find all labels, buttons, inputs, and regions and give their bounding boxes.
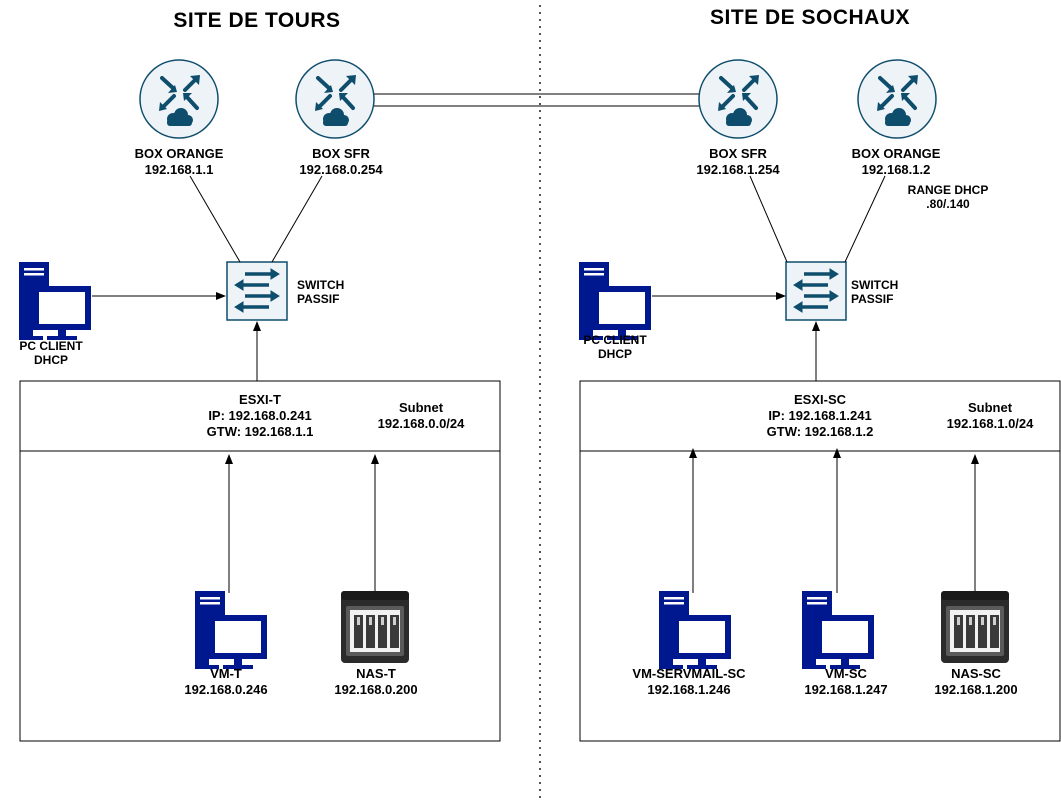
sochaux-vm-mail-ip: 192.168.1.246 bbox=[647, 682, 731, 697]
sochaux-box-orange-router bbox=[856, 58, 938, 140]
tours-nas-name: NAS-T bbox=[356, 666, 396, 681]
tours-box-sfr-router bbox=[294, 58, 376, 140]
sochaux-subnet-title: Subnet bbox=[967, 400, 1013, 415]
tours-pc-client-line2: DHCP bbox=[33, 353, 68, 367]
sochaux-vm-mail-name: VM-SERVMAIL-SC bbox=[632, 666, 746, 681]
sochaux-esxi-name: ESXI-SC bbox=[793, 392, 846, 407]
sochaux-subnet-label: Subnet 192.168.1.0/24 bbox=[947, 400, 1034, 432]
sochaux-dhcp-range-label: RANGE DHCP .80/.140 bbox=[908, 183, 989, 211]
sochaux-switch-line1: SWITCH bbox=[851, 278, 899, 292]
sochaux-box-sfr-label: BOX SFR 192.168.1.254 bbox=[696, 146, 779, 178]
tours-switch-label: SWITCH PASSIF bbox=[297, 278, 344, 306]
sochaux-esxi-host-box bbox=[579, 380, 1061, 742]
sochaux-vm-label: VM-SC 192.168.1.247 bbox=[804, 666, 887, 698]
tours-pc-client-computer bbox=[19, 262, 91, 340]
sochaux-vm-name: VM-SC bbox=[825, 666, 867, 681]
sochaux-nas-device bbox=[941, 591, 1009, 663]
tours-vm-name: VM-T bbox=[210, 666, 242, 681]
sochaux-box-orange-name: BOX ORANGE bbox=[851, 146, 941, 161]
sochaux-site-title: SITE DE SOCHAUX bbox=[709, 6, 911, 29]
sochaux-vm-computer bbox=[802, 591, 874, 669]
tours-box-orange-router bbox=[138, 58, 220, 140]
tours-switch-to-sfr-link bbox=[271, 175, 323, 263]
tours-box-sfr-ip: 192.168.0.254 bbox=[299, 162, 383, 177]
sochaux-box-orange-label: BOX ORANGE 192.168.1.2 bbox=[852, 146, 941, 178]
tours-esxi-host-box bbox=[19, 380, 501, 742]
tours-pc-client-label: PC CLIENT DHCP bbox=[19, 339, 82, 367]
tours-esxi-name: ESXI-T bbox=[239, 392, 281, 407]
sochaux-dhcp-range-line1: RANGE DHCP bbox=[907, 183, 989, 197]
sochaux-nas-ip: 192.168.1.200 bbox=[934, 682, 1018, 697]
sochaux-switch-line2: PASSIF bbox=[851, 292, 894, 306]
tours-vm-label: VM-T 192.168.0.246 bbox=[184, 666, 267, 698]
sochaux-switch-to-orange-link bbox=[844, 175, 886, 263]
tours-box-orange-ip: 192.168.1.1 bbox=[144, 162, 214, 177]
tours-box-orange-label: BOX ORANGE 192.168.1.1 bbox=[135, 146, 224, 178]
tours-switch-line1: SWITCH bbox=[297, 278, 345, 292]
tours-nas-ip: 192.168.0.200 bbox=[334, 682, 418, 697]
wan-link bbox=[374, 93, 700, 107]
sochaux-box-orange-ip: 192.168.1.2 bbox=[861, 162, 931, 177]
sochaux-vm-ip: 192.168.1.247 bbox=[804, 682, 888, 697]
sochaux-vm-mail-label: VM-SERVMAIL-SC 192.168.1.246 bbox=[632, 666, 745, 698]
tours-subnet-label: Subnet 192.168.0.0/24 bbox=[378, 400, 465, 432]
sochaux-switch bbox=[784, 260, 848, 322]
sochaux-switch-label: SWITCH PASSIF bbox=[851, 278, 898, 306]
sochaux-switch-to-sfr-link bbox=[749, 175, 788, 263]
sochaux-pc-client-label: PC CLIENT DHCP bbox=[583, 333, 646, 361]
sochaux-dhcp-range-line2: .80/.140 bbox=[926, 197, 970, 211]
tours-nas-device bbox=[341, 591, 409, 663]
tours-esxi-label: ESXI-T IP: 192.168.0.241 GTW: 192.168.1.… bbox=[207, 392, 314, 440]
sochaux-nas-name: NAS-SC bbox=[951, 666, 1001, 681]
sochaux-pc-client-computer bbox=[579, 262, 651, 340]
sochaux-esxi-ip: IP: 192.168.1.241 bbox=[768, 408, 872, 423]
sochaux-subnet-value: 192.168.1.0/24 bbox=[946, 416, 1034, 431]
tours-vm-computer bbox=[195, 591, 267, 669]
tours-subnet-value: 192.168.0.0/24 bbox=[377, 416, 465, 431]
sochaux-box-sfr-name: BOX SFR bbox=[709, 146, 767, 161]
sochaux-box-sfr-router bbox=[697, 58, 779, 140]
sochaux-nas-label: NAS-SC 192.168.1.200 bbox=[934, 666, 1017, 698]
tours-vm-ip: 192.168.0.246 bbox=[184, 682, 268, 697]
sochaux-pc-client-line1: PC CLIENT bbox=[583, 333, 647, 347]
tours-switch-line2: PASSIF bbox=[297, 292, 340, 306]
tours-box-orange-name: BOX ORANGE bbox=[134, 146, 224, 161]
sochaux-pc-client-line2: DHCP bbox=[597, 347, 632, 361]
sochaux-esxi-label: ESXI-SC IP: 192.168.1.241 GTW: 192.168.1… bbox=[767, 392, 874, 440]
tours-pc-client-line1: PC CLIENT bbox=[19, 339, 83, 353]
tours-subnet-title: Subnet bbox=[398, 400, 444, 415]
sochaux-box-sfr-ip: 192.168.1.254 bbox=[696, 162, 780, 177]
tours-esxi-gtw: GTW: 192.168.1.1 bbox=[206, 424, 314, 439]
tours-box-sfr-label: BOX SFR 192.168.0.254 bbox=[299, 146, 382, 178]
sochaux-vm-mail-computer bbox=[659, 591, 731, 669]
tours-box-sfr-name: BOX SFR bbox=[312, 146, 370, 161]
sochaux-esxi-gtw: GTW: 192.168.1.2 bbox=[766, 424, 874, 439]
tours-site-title: SITE DE TOURS bbox=[173, 9, 341, 32]
tours-switch bbox=[225, 260, 289, 322]
tours-switch-to-orange-link bbox=[189, 175, 241, 263]
tours-nas-label: NAS-T 192.168.0.200 bbox=[334, 666, 417, 698]
tours-esxi-ip: IP: 192.168.0.241 bbox=[208, 408, 312, 423]
